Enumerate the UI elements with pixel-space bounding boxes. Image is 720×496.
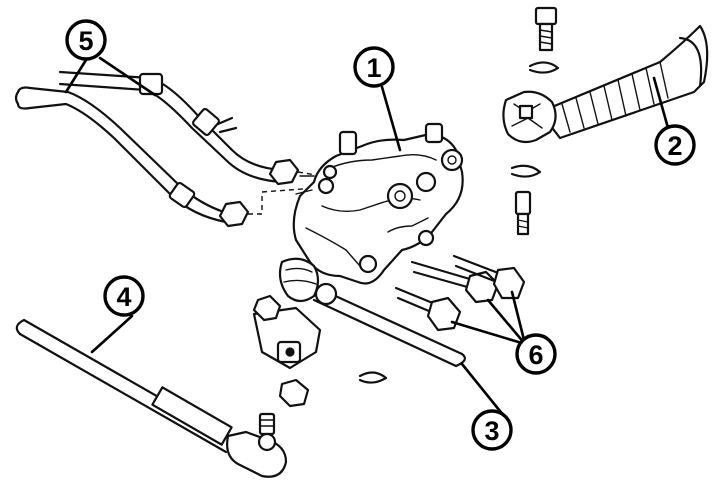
callout-label-4: 4 <box>116 282 131 312</box>
leader-lines <box>64 56 670 418</box>
callout-6: 6 <box>515 333 557 375</box>
bellows-boot <box>502 24 709 144</box>
bracket <box>252 306 322 370</box>
line-fitting-nut <box>218 200 250 228</box>
bolt-head <box>492 266 526 300</box>
callout-4: 4 <box>103 275 145 317</box>
callout-label-3: 3 <box>484 416 499 446</box>
housing-fitting <box>338 130 358 156</box>
bolt-head <box>426 296 462 332</box>
callout-1: 1 <box>353 46 395 88</box>
steering-gear-housing <box>292 122 464 285</box>
tie-rod-right <box>252 257 466 408</box>
boot-mounting-screw <box>510 6 560 236</box>
callout-label-1: 1 <box>366 53 381 83</box>
tie-rod-left <box>15 318 288 478</box>
tie-rod-end <box>226 430 288 478</box>
callout-label-5: 5 <box>78 26 93 56</box>
callout-label-2: 2 <box>667 131 682 161</box>
hydraulic-lines <box>14 70 323 228</box>
callout-3: 3 <box>471 409 513 451</box>
line-fitting-nut <box>268 158 300 186</box>
callout-2: 2 <box>654 124 696 166</box>
callout-5: 5 <box>65 19 107 61</box>
callout-label-6: 6 <box>528 340 543 370</box>
